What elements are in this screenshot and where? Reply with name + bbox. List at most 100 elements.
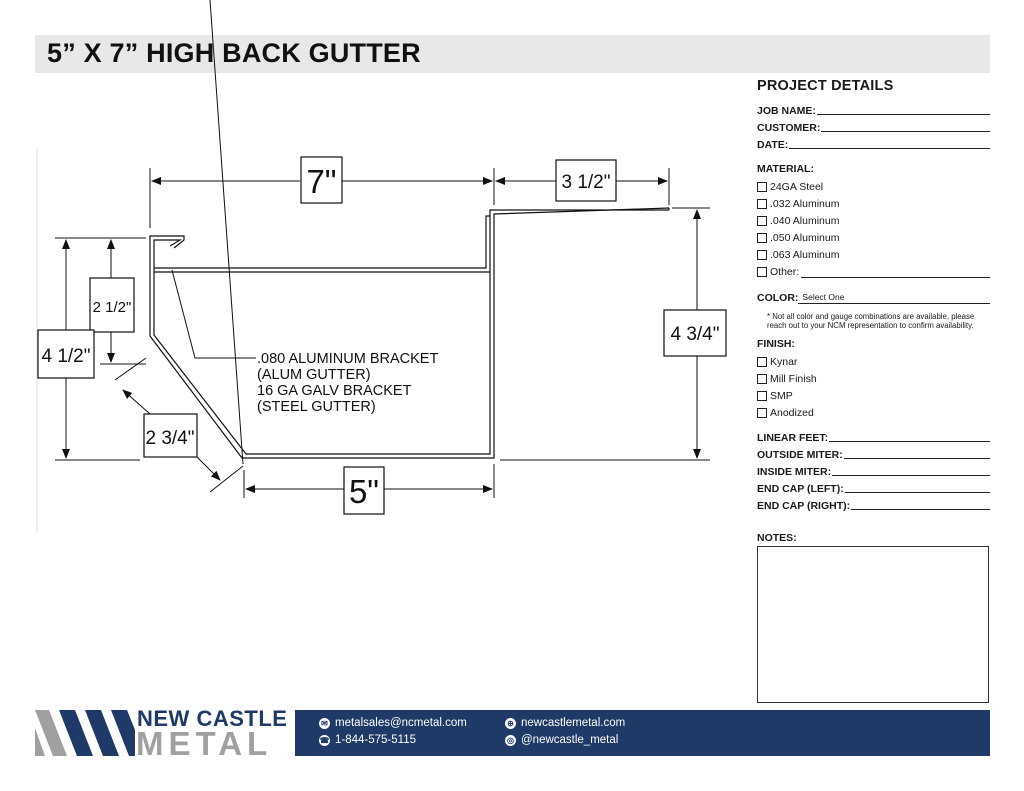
field-label: END CAP (RIGHT): bbox=[757, 500, 851, 512]
option-label: SMP bbox=[770, 389, 793, 402]
material-option-040-aluminum[interactable]: .040 Aluminum bbox=[757, 212, 990, 229]
social-text[interactable]: @newcastle_metal bbox=[521, 734, 619, 746]
color-select[interactable]: COLOR: Select One bbox=[757, 288, 990, 304]
customer-field[interactable]: CUSTOMER: bbox=[757, 117, 990, 134]
color-label: COLOR: bbox=[757, 292, 799, 304]
end-cap-right-field[interactable]: END CAP (RIGHT): bbox=[757, 495, 990, 512]
dim-top-label: 7" bbox=[306, 163, 336, 200]
checkbox[interactable] bbox=[757, 181, 767, 192]
checkbox[interactable] bbox=[757, 232, 767, 243]
job-name-field[interactable]: JOB NAME: bbox=[757, 100, 990, 117]
checkbox[interactable] bbox=[757, 198, 767, 209]
dim-bottom-box bbox=[343, 466, 385, 515]
field-label: LINEAR FEET: bbox=[757, 432, 829, 444]
color-select-value[interactable]: Select One bbox=[798, 292, 990, 304]
gutter-drawing: 7" 3 1/2" 2 1/2" 4 1/2" 4 3/4" bbox=[36, 0, 727, 533]
finish-option-smp[interactable]: SMP bbox=[757, 387, 990, 404]
dim-top-right-label: 3 1/2" bbox=[561, 172, 610, 193]
checkbox[interactable] bbox=[757, 356, 767, 367]
email-text[interactable]: metalsales@ncmetal.com bbox=[335, 717, 467, 729]
field-label: INSIDE MITER: bbox=[757, 466, 832, 478]
option-label: Mill Finish bbox=[770, 372, 817, 385]
option-label: 24GA Steel bbox=[770, 180, 824, 193]
field-label: END CAP (LEFT): bbox=[757, 483, 844, 495]
footer-website[interactable]: ⊕ newcastlemetal.com bbox=[505, 717, 625, 729]
option-label: Anodized bbox=[770, 406, 814, 419]
page-title: 5” X 7” HIGH BACK GUTTER bbox=[47, 38, 421, 68]
gutter-profile bbox=[149, 207, 670, 459]
dim-left-outer-label: 4 1/2" bbox=[41, 346, 90, 367]
brand-name-bottom: METAL bbox=[136, 725, 273, 762]
field-label: JOB NAME: bbox=[757, 105, 816, 117]
field-label: OUTSIDE MITER: bbox=[757, 449, 843, 461]
finish-option-mill-finish[interactable]: Mill Finish bbox=[757, 370, 990, 387]
bracket-note-line: (STEEL GUTTER) bbox=[257, 399, 376, 415]
newcastle-logo-icon bbox=[35, 710, 135, 756]
notes-label: NOTES: bbox=[757, 532, 797, 544]
dim-top bbox=[149, 168, 495, 228]
dim-top-right-box bbox=[555, 159, 617, 202]
dim-top-box bbox=[300, 156, 343, 204]
other-input-line[interactable] bbox=[801, 266, 990, 278]
bracket-note-line: 16 GA GALV BRACKET bbox=[257, 383, 412, 399]
bracket-leader bbox=[171, 269, 256, 359]
phone-text[interactable]: 1-844-575-5115 bbox=[335, 734, 416, 746]
footer-email[interactable]: ✉ metalsales@ncmetal.com bbox=[319, 717, 467, 729]
dim-top-right bbox=[495, 168, 670, 205]
globe-icon: ⊕ bbox=[505, 717, 516, 729]
phone-icon: ☎ bbox=[319, 734, 330, 746]
finish-option-anodized[interactable]: Anodized bbox=[757, 404, 990, 421]
inside-miter-field[interactable]: INSIDE MITER: bbox=[757, 461, 990, 478]
field-label: CUSTOMER: bbox=[757, 122, 821, 134]
finish-option-kynar[interactable]: Kynar bbox=[757, 353, 990, 370]
dim-bevel bbox=[114, 0, 244, 481]
dim-bottom-label: 5" bbox=[349, 473, 379, 510]
bracket-note-line: (ALUM GUTTER) bbox=[257, 367, 371, 383]
instagram-icon: ◎ bbox=[505, 734, 516, 746]
website-text[interactable]: newcastlemetal.com bbox=[521, 717, 626, 729]
option-label: .040 Aluminum bbox=[770, 214, 840, 227]
footer-social[interactable]: ◎ @newcastle_metal bbox=[505, 734, 618, 746]
email-icon: ✉ bbox=[319, 717, 330, 729]
option-label: .050 Aluminum bbox=[770, 231, 840, 244]
brand-name-top: NEW CASTLE bbox=[137, 706, 288, 731]
checkbox[interactable] bbox=[757, 215, 767, 226]
notes-textarea[interactable] bbox=[757, 546, 989, 703]
option-label: Kynar bbox=[770, 355, 798, 368]
checkbox[interactable] bbox=[757, 373, 767, 384]
date-field[interactable]: DATE: bbox=[757, 134, 990, 151]
material-label: MATERIAL: bbox=[757, 163, 814, 175]
end-cap-left-field[interactable]: END CAP (LEFT): bbox=[757, 478, 990, 495]
bracket-note: .080 ALUMINUM BRACKET (ALUM GUTTER) 16 G… bbox=[257, 351, 438, 415]
material-option-050-aluminum[interactable]: .050 Aluminum bbox=[757, 229, 990, 246]
dim-right-label: 4 3/4" bbox=[670, 324, 719, 345]
linear-feet-field[interactable]: LINEAR FEET: bbox=[757, 427, 990, 444]
dim-left-inner-box bbox=[89, 277, 135, 333]
material-option-032-aluminum[interactable]: .032 Aluminum bbox=[757, 195, 990, 212]
dim-right bbox=[500, 207, 710, 461]
option-label: .063 Aluminum bbox=[770, 248, 840, 261]
finish-label: FINISH: bbox=[757, 338, 795, 350]
footer-phone[interactable]: ☎ 1-844-575-5115 bbox=[319, 734, 416, 746]
project-details-panel: PROJECT DETAILS JOB NAME: CUSTOMER: DATE… bbox=[757, 78, 990, 512]
dim-left-outer-box bbox=[37, 329, 95, 379]
title-bar: 5” X 7” HIGH BACK GUTTER bbox=[35, 35, 990, 73]
material-option-other[interactable]: Other: bbox=[757, 263, 990, 280]
dim-bevel-label: 2 3/4" bbox=[145, 428, 194, 449]
option-label: Other: bbox=[770, 265, 800, 278]
outside-miter-field[interactable]: OUTSIDE MITER: bbox=[757, 444, 990, 461]
project-details-heading: PROJECT DETAILS bbox=[757, 78, 894, 94]
footer-contact-bar bbox=[295, 710, 990, 756]
checkbox[interactable] bbox=[757, 390, 767, 401]
material-option-24ga-steel[interactable]: 24GA Steel bbox=[757, 178, 990, 195]
dim-left-inner-label: 2 1/2" bbox=[93, 299, 132, 316]
dim-bottom bbox=[243, 464, 495, 498]
color-availability-note: * Not all color and gauge combinations a… bbox=[767, 312, 975, 330]
dim-left-outer bbox=[55, 237, 140, 461]
field-label: DATE: bbox=[757, 139, 789, 151]
option-label: .032 Aluminum bbox=[770, 197, 840, 210]
material-option-063-aluminum[interactable]: .063 Aluminum bbox=[757, 246, 990, 263]
checkbox[interactable] bbox=[757, 266, 767, 277]
checkbox[interactable] bbox=[757, 249, 767, 260]
checkbox[interactable] bbox=[757, 407, 767, 418]
